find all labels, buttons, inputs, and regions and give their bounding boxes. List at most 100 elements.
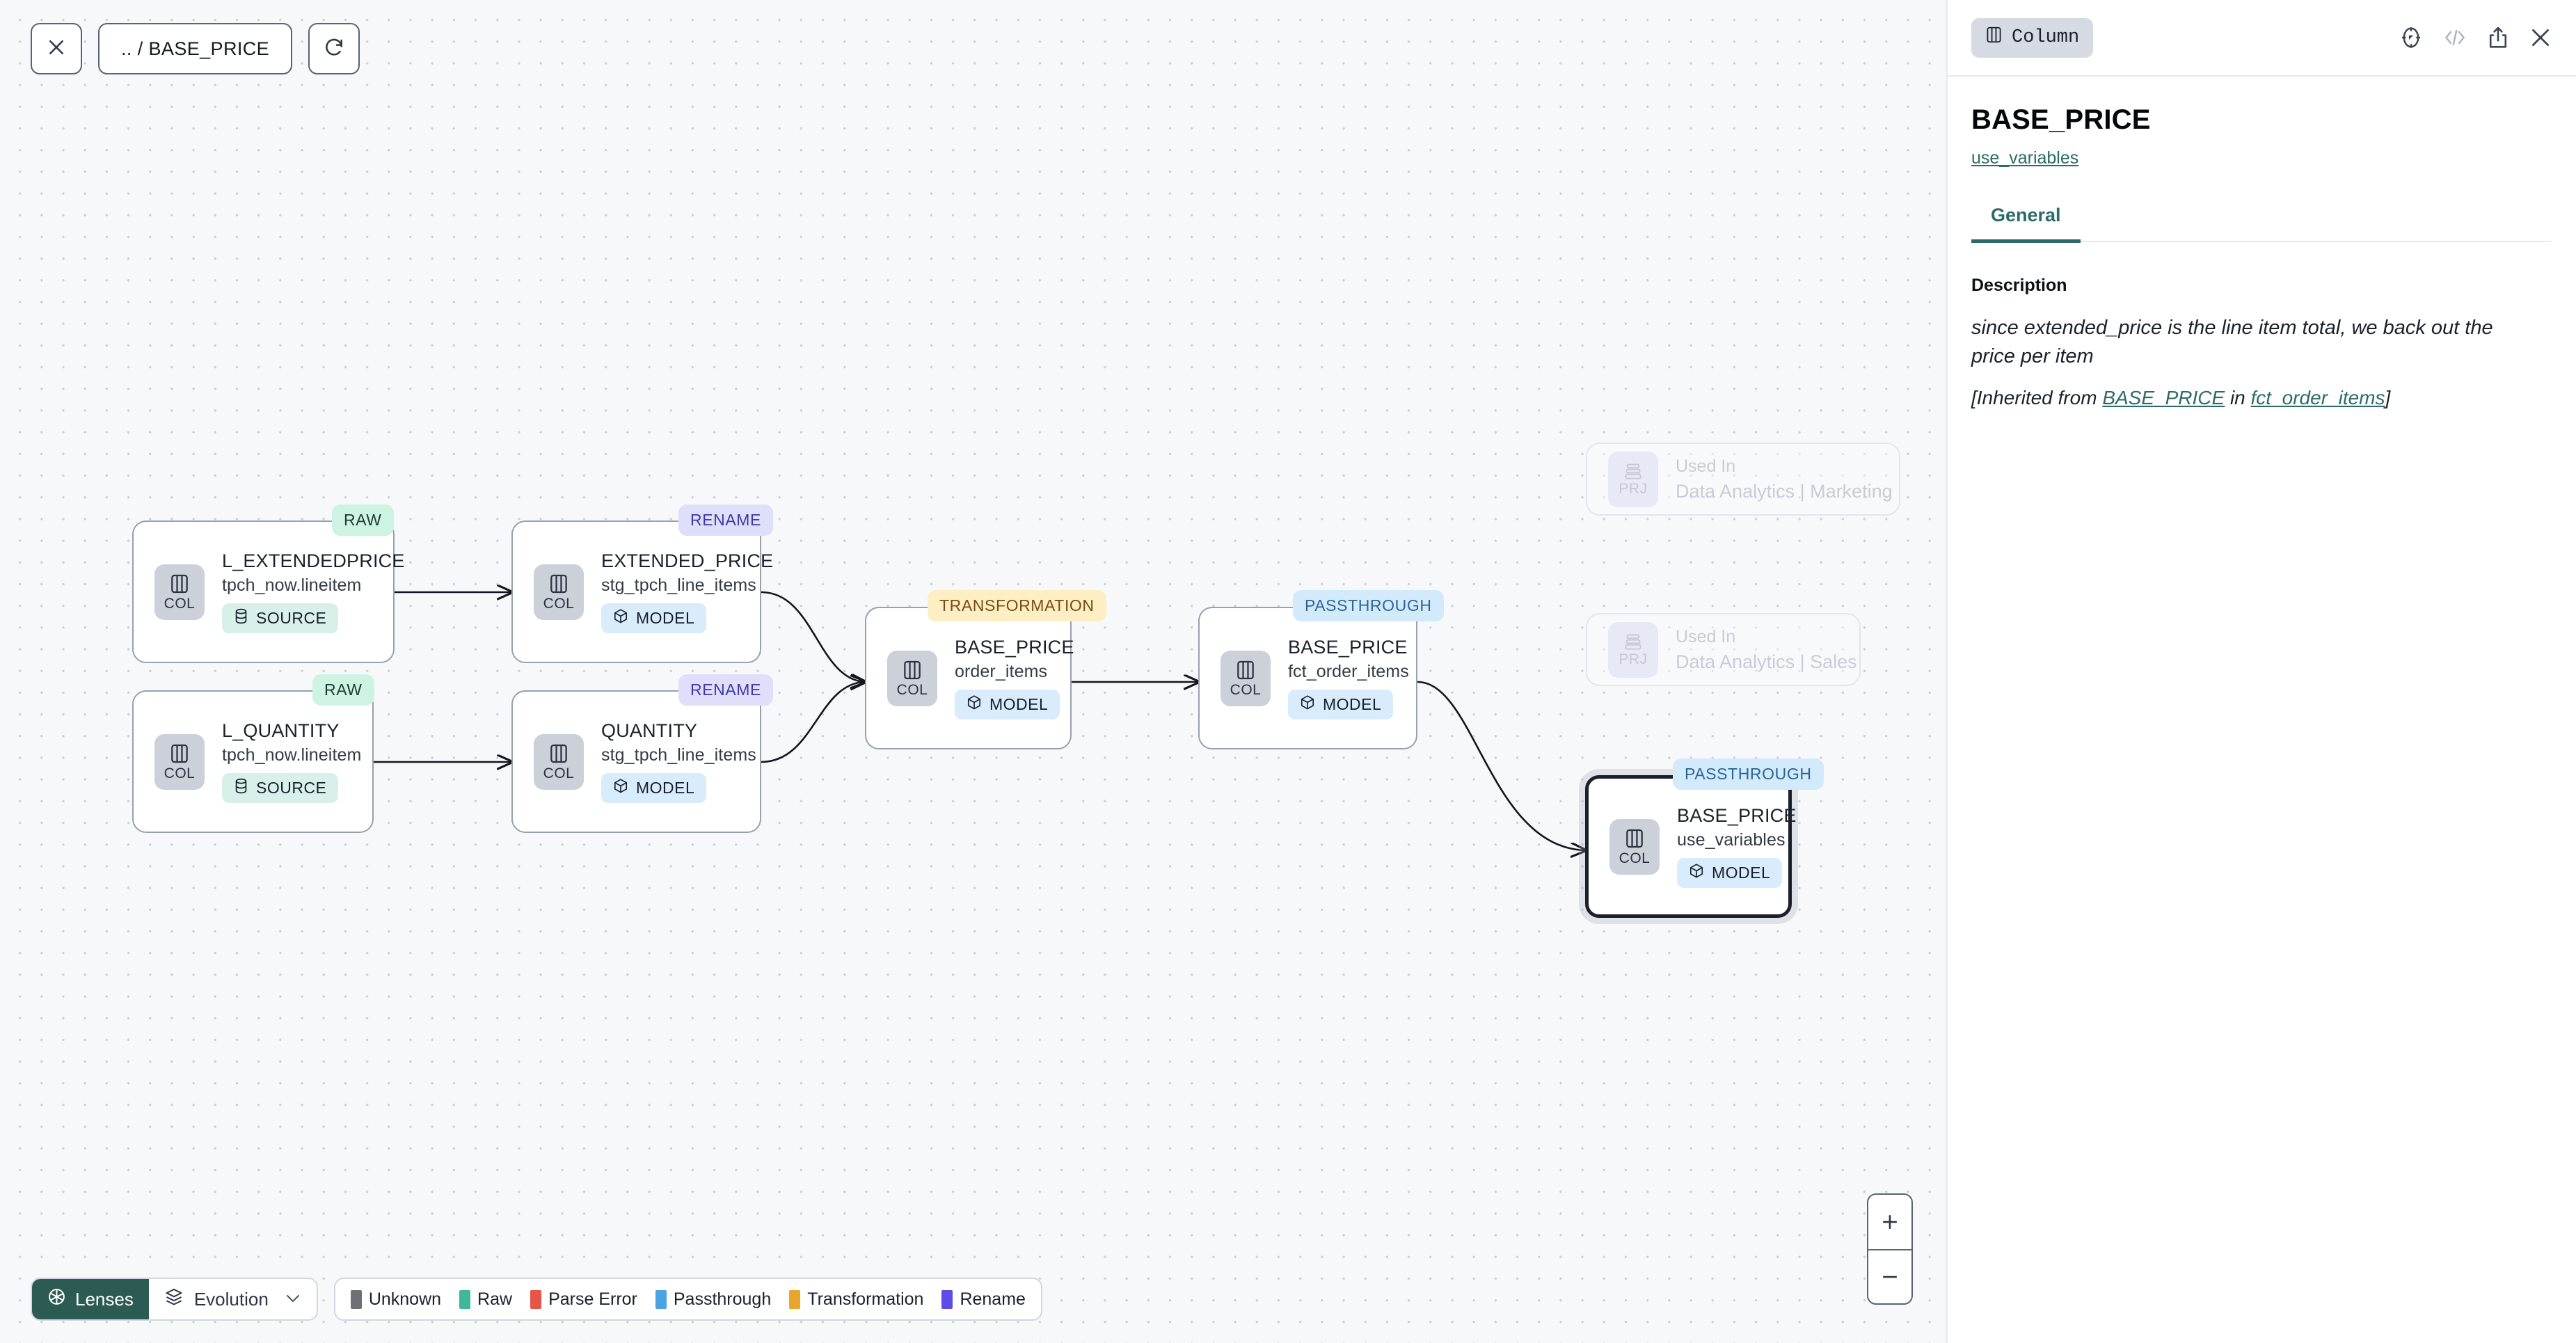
column-icon-label: COL bbox=[543, 766, 575, 781]
description-section-label: Description bbox=[1971, 276, 2551, 296]
legend-item-transformation[interactable]: Transformation bbox=[789, 1289, 923, 1310]
node-tag-passthrough: PASSTHROUGH bbox=[1293, 590, 1444, 621]
canvas-bottom-bar: Lenses Evolution Unknown bbox=[31, 1278, 1042, 1321]
column-icon-label: COL bbox=[164, 766, 196, 781]
entity-kind-label: Column bbox=[2012, 27, 2079, 48]
node-body: L_QUANTITY tpch_now.lineitem SOURCE bbox=[222, 720, 361, 803]
node-body: QUANTITY stg_tpch_line_items MODEL bbox=[601, 720, 756, 803]
node-tag-rename: RENAME bbox=[678, 674, 773, 706]
database-icon bbox=[234, 778, 248, 798]
column-icon: COL bbox=[534, 734, 584, 790]
ghost-project-name: Data Analytics | Sales bbox=[1676, 651, 1857, 673]
inherited-mid: in bbox=[2225, 387, 2250, 408]
evolution-dropdown[interactable]: Evolution bbox=[149, 1279, 317, 1319]
lineage-canvas[interactable]: .. / BASE_PRICE bbox=[0, 0, 1946, 1343]
ghost-node-body: Used In Data Analytics | Marketing bbox=[1676, 456, 1893, 502]
breadcrumb-button[interactable]: .. / BASE_PRICE bbox=[98, 23, 292, 74]
share-icon[interactable] bbox=[2487, 26, 2509, 49]
ghost-used-in-label: Used In bbox=[1676, 627, 1857, 647]
node-quantity[interactable]: COL QUANTITY stg_tpch_line_items MODEL bbox=[511, 690, 761, 833]
node-title: L_QUANTITY bbox=[222, 720, 361, 742]
node-l-quantity[interactable]: COL L_QUANTITY tpch_now.lineitem SOURCE bbox=[132, 690, 374, 833]
node-badge-label: MODEL bbox=[1712, 864, 1770, 882]
zoom-out-button[interactable] bbox=[1868, 1249, 1911, 1303]
node-title: QUANTITY bbox=[601, 720, 756, 742]
layers-icon bbox=[164, 1287, 184, 1312]
detail-panel: Column BASE_PRICE use_variables bbox=[1946, 0, 2576, 1343]
close-button[interactable] bbox=[31, 23, 82, 74]
node-subtitle: stg_tpch_line_items bbox=[601, 745, 756, 765]
lenses-button[interactable]: Lenses bbox=[32, 1279, 149, 1319]
node-subtitle: use_variables bbox=[1677, 830, 1797, 850]
node-type-badge: MODEL bbox=[1288, 690, 1393, 720]
ghost-node-used-in-marketing[interactable]: PRJ Used In Data Analytics | Marketing bbox=[1586, 443, 1900, 516]
legend-item-passthrough[interactable]: Passthrough bbox=[655, 1289, 771, 1310]
node-type-badge: MODEL bbox=[601, 773, 706, 803]
legend-item-rename[interactable]: Rename bbox=[941, 1289, 1026, 1310]
column-icon-label: COL bbox=[1230, 683, 1262, 697]
column-icon-label: COL bbox=[897, 683, 928, 697]
column-icon: COL bbox=[887, 651, 937, 706]
cube-icon bbox=[613, 778, 628, 798]
inherited-prefix: [Inherited from bbox=[1971, 387, 2102, 408]
refresh-button[interactable] bbox=[308, 23, 360, 74]
legend-item-parse-error[interactable]: Parse Error bbox=[530, 1289, 637, 1310]
ghost-icon-label: PRJ bbox=[1619, 652, 1647, 667]
project-icon: PRJ bbox=[1608, 452, 1658, 507]
minus-icon bbox=[1879, 1266, 1900, 1287]
ghost-used-in-label: Used In bbox=[1676, 456, 1893, 477]
close-icon bbox=[46, 37, 67, 61]
inherited-model-link[interactable]: fct_order_items bbox=[2251, 387, 2385, 408]
node-extended-price[interactable]: COL EXTENDED_PRICE stg_tpch_line_items M… bbox=[511, 520, 761, 663]
column-icon-label: COL bbox=[543, 596, 575, 611]
legend-item-unknown[interactable]: Unknown bbox=[351, 1289, 441, 1310]
tab-general[interactable]: General bbox=[1971, 205, 2081, 243]
node-type-badge: MODEL bbox=[601, 603, 706, 633]
zoom-in-button[interactable] bbox=[1868, 1195, 1911, 1249]
project-icon: PRJ bbox=[1608, 622, 1658, 678]
node-tag-rename: RENAME bbox=[678, 504, 773, 536]
node-subtitle: order_items bbox=[955, 662, 1074, 682]
parent-model-link[interactable]: use_variables bbox=[1971, 148, 2078, 168]
ghost-node-used-in-sales[interactable]: PRJ Used In Data Analytics | Sales bbox=[1586, 613, 1861, 686]
legend-item-raw[interactable]: Raw bbox=[459, 1289, 512, 1310]
inherited-suffix: ] bbox=[2385, 387, 2391, 408]
node-badge-label: MODEL bbox=[1323, 695, 1381, 714]
node-base-price-fct-order-items[interactable]: COL BASE_PRICE fct_order_items MODEL bbox=[1198, 607, 1417, 749]
ghost-project-name: Data Analytics | Marketing bbox=[1676, 481, 1893, 502]
code-icon[interactable] bbox=[2442, 26, 2467, 49]
node-type-badge: SOURCE bbox=[222, 773, 338, 803]
legend-label: Raw bbox=[477, 1289, 512, 1310]
node-base-price-use-variables[interactable]: COL BASE_PRICE use_variables MODEL bbox=[1585, 775, 1792, 918]
node-base-price-order-items[interactable]: COL BASE_PRICE order_items MODEL bbox=[865, 607, 1072, 749]
node-badge-label: SOURCE bbox=[256, 609, 326, 628]
node-body: BASE_PRICE order_items MODEL bbox=[955, 637, 1074, 720]
column-icon: COL bbox=[154, 564, 205, 620]
node-title: BASE_PRICE bbox=[1288, 637, 1409, 658]
aperture-icon bbox=[47, 1287, 66, 1311]
node-tag-passthrough: PASSTHROUGH bbox=[1673, 758, 1824, 790]
legend-label: Rename bbox=[960, 1289, 1026, 1310]
refresh-icon bbox=[323, 36, 345, 62]
node-type-badge: SOURCE bbox=[222, 603, 338, 633]
legend-swatch bbox=[351, 1290, 362, 1309]
node-badge-label: MODEL bbox=[636, 609, 694, 628]
node-badge-label: MODEL bbox=[636, 779, 694, 797]
column-icon: COL bbox=[154, 734, 205, 790]
cube-icon bbox=[1689, 863, 1704, 883]
node-subtitle: stg_tpch_line_items bbox=[601, 575, 773, 596]
column-icon: COL bbox=[534, 564, 584, 620]
explore-compass-icon[interactable] bbox=[2399, 26, 2423, 49]
legend-swatch bbox=[789, 1290, 800, 1309]
node-body: BASE_PRICE fct_order_items MODEL bbox=[1288, 637, 1409, 720]
close-icon[interactable] bbox=[2529, 26, 2552, 49]
legend-swatch bbox=[530, 1290, 541, 1309]
inherited-column-link[interactable]: BASE_PRICE bbox=[2102, 387, 2225, 408]
node-subtitle: fct_order_items bbox=[1288, 662, 1409, 682]
zoom-controls bbox=[1867, 1193, 1913, 1305]
panel-body: BASE_PRICE use_variables General Descrip… bbox=[1946, 77, 2576, 409]
lenses-evolution-group: Lenses Evolution bbox=[31, 1278, 318, 1321]
lineage-legend: Unknown Raw Parse Error Passthrough Tran… bbox=[334, 1278, 1042, 1321]
panel-tabs: General bbox=[1971, 205, 2551, 242]
node-l-extendedprice[interactable]: COL L_EXTENDEDPRICE tpch_now.lineitem SO… bbox=[132, 520, 395, 663]
